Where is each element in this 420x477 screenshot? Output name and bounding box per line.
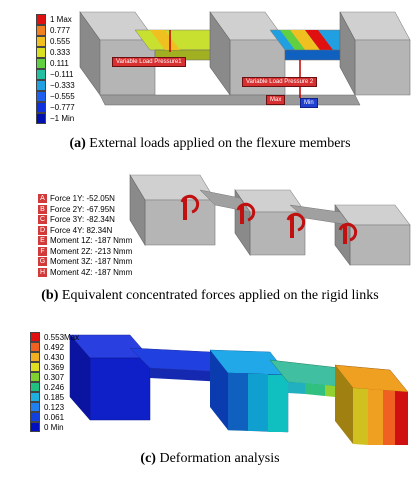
legend-entry: 1 Max [36, 14, 72, 25]
variable-load-pressure-1-tag: Variable Load Pressure1 [112, 57, 186, 67]
legend-swatch [30, 362, 40, 372]
legend-label: 0.333 [50, 48, 71, 57]
min-tag: Min [300, 98, 318, 108]
legend-label: 0.307 [44, 372, 65, 382]
legend-entry: −0.777 [36, 102, 75, 113]
legend-entry: 0.553Max [30, 332, 79, 342]
legend-label: 0.111 [50, 59, 69, 68]
legend-entry: 0.492 [30, 342, 64, 352]
legend-label: −1 Min [50, 114, 75, 123]
force-badge: C [38, 215, 47, 224]
legend-swatch [36, 14, 46, 25]
legend-label: 0.430 [44, 352, 65, 362]
force-label: Moment 3Z: -187 Nmm [50, 257, 133, 266]
legend-label: 0.553Max [44, 332, 80, 342]
panel-c-caption: (c) Deformation analysis [140, 451, 280, 466]
panel-a-caption: (a) External loads applied on the flexur… [69, 136, 351, 151]
legend-entry: 0 Min [30, 422, 64, 432]
legend-label: 0.123 [44, 402, 65, 412]
force-label: Force 4Y: 82.34N [50, 225, 113, 235]
force-badge: B [38, 204, 47, 214]
legend-swatch [36, 58, 46, 69]
variable-load-pressure-2-tag: Variable Load Pressure 2 [242, 77, 318, 87]
legend-entry: 0.307 [30, 372, 64, 382]
legend-entry: 0.333 [36, 47, 70, 58]
legend-label: 0.369 [44, 362, 65, 372]
legend-swatch [36, 69, 46, 80]
legend-swatch [30, 342, 40, 352]
legend-label: 0 Min [44, 422, 64, 432]
legend-swatch [30, 412, 40, 422]
legend-label: −0.555 [50, 92, 75, 101]
legend-swatch [36, 102, 46, 113]
legend-entry: −0.555 [36, 91, 75, 102]
force-badge: H [38, 267, 47, 277]
legend-label: 0.492 [44, 342, 65, 352]
legend-swatch [36, 47, 46, 58]
legend-label: 1 Max [50, 15, 72, 24]
force-label: Moment 1Z: -187 Nmm [50, 236, 133, 245]
legend-swatch [30, 402, 40, 412]
legend-label: −0.777 [50, 103, 75, 112]
force-label: Force 1Y: -52.05N [50, 194, 115, 203]
legend-swatch [30, 422, 40, 432]
force-badge: G [38, 257, 47, 266]
legend-label: −0.333 [50, 81, 75, 90]
legend-swatch [30, 332, 40, 342]
panel-b-model [129, 173, 411, 266]
legend-entry: 0.430 [30, 352, 64, 362]
legend-entry: −0.333 [36, 80, 75, 91]
legend-swatch [30, 372, 40, 382]
legend-label: 0.555 [50, 37, 71, 46]
legend-label: −0.111 [50, 70, 74, 79]
legend-entry: −1 Min [36, 113, 74, 124]
force-badge: E [38, 236, 47, 245]
force-label: Force 3Y: -82.34N [50, 215, 115, 224]
legend-swatch [30, 392, 40, 402]
legend-entry: 0.111 [36, 58, 69, 69]
legend-swatch [36, 36, 46, 47]
legend-entry: 0.123 [30, 402, 64, 412]
legend-entry: 0.777 [36, 25, 70, 36]
legend-entry: 0.246 [30, 382, 64, 392]
force-label: Force 2Y: -67.95N [50, 204, 115, 214]
panel-a: Variable Load Pressure1 Variable Load Pr… [0, 0, 420, 160]
legend-entry: −0.111 [36, 69, 74, 80]
legend-swatch [36, 80, 46, 91]
legend-label: 0.061 [44, 412, 65, 422]
panel-c-model [69, 334, 409, 445]
panel-b-caption: (b) Equivalent concentrated forces appli… [41, 288, 379, 303]
legend-swatch [36, 91, 46, 102]
legend-swatch [36, 25, 46, 36]
legend-swatch [30, 382, 40, 392]
force-badge: A [38, 194, 47, 203]
legend-label: 0.246 [44, 382, 65, 392]
legend-entry: 0.185 [30, 392, 64, 402]
legend-label: 0.777 [50, 26, 71, 35]
legend-entry: 0.555 [36, 36, 70, 47]
legend-swatch [36, 113, 46, 124]
legend-label: 0.185 [44, 392, 65, 402]
force-label: Moment 2Z: -213 Nmm [50, 246, 133, 256]
legend-swatch [30, 352, 40, 362]
max-tag: Max [266, 95, 286, 105]
legend-entry: 0.369 [30, 362, 64, 372]
force-label: Moment 4Z: -187 Nmm [50, 267, 133, 277]
force-badge: F [38, 246, 47, 256]
legend-entry: 0.061 [30, 412, 64, 422]
force-badge: D [38, 225, 47, 235]
